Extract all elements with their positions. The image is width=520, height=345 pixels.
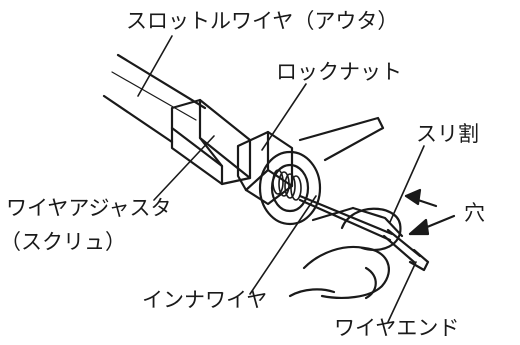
hand-outline (288, 207, 402, 300)
push-arrow (404, 188, 438, 208)
wire-adjuster-body (170, 98, 252, 186)
label-throttle-wire-outer: スロットルワイヤ（アウタ） (126, 9, 399, 33)
threaded-collar (258, 116, 404, 238)
label-slit: スリ割 (416, 122, 479, 146)
leader-lines (137, 35, 425, 323)
leader-wire-end (387, 261, 417, 323)
leader-inner-wire (249, 195, 317, 295)
label-inner-wire: インナワイヤ (142, 288, 268, 312)
label-wire-adjuster: ワイヤアジャスタ (6, 196, 172, 220)
leader-throttle-wire (137, 35, 173, 97)
inner-wire-shape (298, 194, 394, 242)
outer-cable-housing (102, 53, 207, 144)
wire-end-rod (382, 228, 430, 272)
label-wire-end: ワイヤエンド (334, 316, 460, 340)
screw-threads (272, 169, 302, 201)
leader-wire-adjuster (153, 135, 215, 201)
leader-lock-nut (261, 83, 307, 151)
label-wire-adjuster-screw: （スクリュ） (0, 230, 126, 254)
hole-arrow (408, 214, 456, 236)
label-hole: 穴 (464, 201, 485, 225)
leader-slit (389, 145, 425, 223)
label-lock-nut: ロックナット (276, 60, 402, 84)
